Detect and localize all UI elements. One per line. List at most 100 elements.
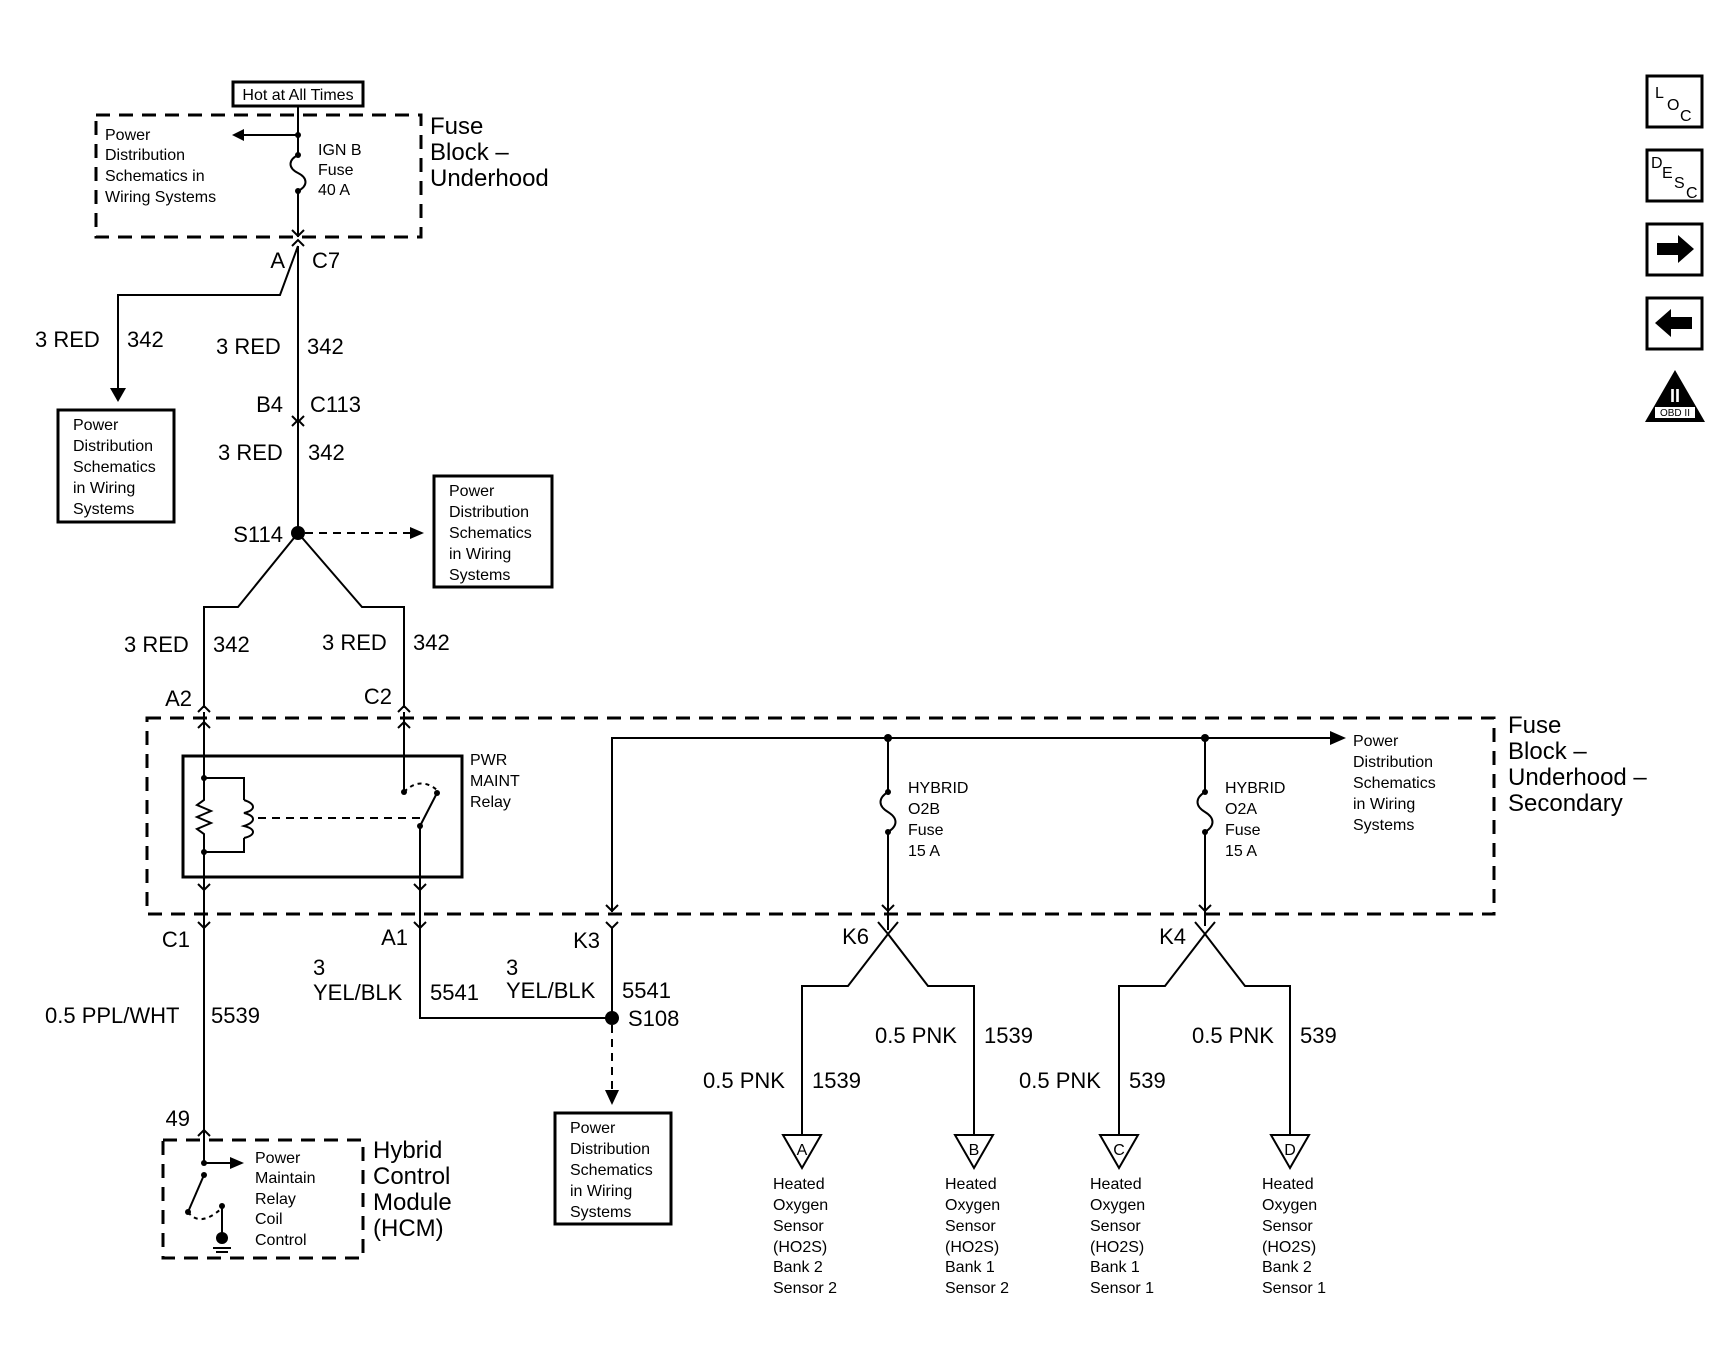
pd-box-s114[interactable] — [432, 474, 554, 589]
relay-switch-icon — [401, 756, 440, 877]
svg-text:Bank 1: Bank 1 — [945, 1259, 995, 1276]
fuse-o2b-icon — [879, 791, 897, 833]
svg-text:40 A: 40 A — [318, 182, 350, 199]
conn-k3: K3 — [573, 928, 600, 953]
svg-text:Secondary: Secondary — [1508, 790, 1623, 817]
wire-pnk-b-color: 0.5 PNK — [875, 1023, 957, 1048]
fuse-o2b-label: HYBRID O2B Fuse 15 A — [908, 780, 968, 860]
svg-text:D: D — [1651, 155, 1663, 172]
svg-text:OBD II: OBD II — [1660, 408, 1690, 419]
wire-ppl-num: 5539 — [211, 1003, 260, 1028]
svg-text:Power: Power — [1353, 733, 1399, 750]
svg-text:Bank 2: Bank 2 — [773, 1259, 823, 1276]
arrow-left-head-icon — [232, 129, 244, 141]
pin-49: 49 — [166, 1106, 190, 1131]
svg-text:15 A: 15 A — [908, 843, 940, 860]
wire-main2-num: 342 — [308, 440, 345, 465]
sensor-a[interactable]: A Heated Oxygen Sensor (HO2S) Bank 2 Sen… — [773, 1134, 837, 1297]
svg-text:Systems: Systems — [1353, 817, 1414, 834]
pd-box-left[interactable] — [56, 408, 176, 524]
conn-b4: B4 — [256, 392, 283, 417]
prev-button[interactable] — [1645, 296, 1704, 351]
svg-text:HYBRID: HYBRID — [1225, 780, 1285, 797]
svg-text:Systems: Systems — [73, 501, 134, 518]
svg-text:(HCM): (HCM) — [373, 1215, 444, 1242]
wire-yel2-num: 5541 — [622, 978, 671, 1003]
svg-text:Bank 2: Bank 2 — [1262, 1259, 1312, 1276]
wire-pnk-b-num: 1539 — [984, 1023, 1033, 1048]
fuse-ign-b-label: IGN B Fuse 40 A — [318, 142, 362, 199]
obd-ii-button[interactable]: II OBD II — [1645, 370, 1705, 422]
svg-text:Block –: Block – — [430, 139, 509, 166]
wire-yel2-size: 3 — [506, 955, 518, 980]
wire-main-color: 3 RED — [216, 334, 281, 359]
svg-text:Distribution: Distribution — [73, 438, 153, 455]
svg-text:Schematics: Schematics — [570, 1162, 653, 1179]
wire-ppl-color: 0.5 PPL/WHT — [45, 1003, 179, 1028]
next-button[interactable] — [1645, 222, 1704, 277]
svg-text:Sensor: Sensor — [773, 1218, 824, 1235]
wire-pnk-c-num: 539 — [1129, 1068, 1166, 1093]
pd-ref-top: Power Distribution Schematics in Wiring … — [105, 127, 216, 206]
svg-text:Heated: Heated — [945, 1176, 997, 1193]
svg-text:Sensor: Sensor — [1262, 1218, 1313, 1235]
svg-text:Control: Control — [373, 1163, 450, 1190]
svg-text:Oxygen: Oxygen — [773, 1197, 828, 1214]
svg-text:in Wiring: in Wiring — [73, 480, 135, 497]
svg-text:(HO2S): (HO2S) — [1090, 1239, 1144, 1256]
svg-text:Sensor 2: Sensor 2 — [773, 1280, 837, 1297]
svg-text:Bank 1: Bank 1 — [1090, 1259, 1140, 1276]
svg-text:MAINT: MAINT — [470, 773, 520, 790]
svg-text:Underhood –: Underhood – — [1508, 764, 1647, 791]
wire-c2-color: 3 RED — [322, 630, 387, 655]
splice-s114-label: S114 — [233, 522, 283, 547]
svg-text:Schematics: Schematics — [1353, 775, 1436, 792]
fuse-block-underhood-title: Fuse Block – Underhood — [430, 113, 549, 192]
desc-button[interactable]: D E S C — [1645, 148, 1704, 203]
relay-coil-icon — [194, 756, 254, 877]
svg-text:in Wiring: in Wiring — [449, 546, 511, 563]
svg-text:Power: Power — [255, 1150, 301, 1167]
svg-text:Wiring Systems: Wiring Systems — [105, 189, 216, 206]
svg-text:in Wiring: in Wiring — [570, 1183, 632, 1200]
conn-k6: K6 — [842, 924, 869, 949]
wire-yel1-color: YEL/BLK — [313, 980, 403, 1005]
conn-c1: C1 — [162, 927, 190, 952]
svg-text:Distribution: Distribution — [105, 147, 185, 164]
arrow-right-icon — [1657, 235, 1694, 263]
svg-text:Block –: Block – — [1508, 738, 1587, 765]
svg-text:Oxygen: Oxygen — [1262, 1197, 1317, 1214]
wire-pnk-a-color: 0.5 PNK — [703, 1068, 785, 1093]
wire-main-num: 342 — [307, 334, 344, 359]
hcm-module — [161, 1138, 365, 1260]
fuse-ign-b-icon — [289, 154, 307, 192]
svg-text:Sensor 2: Sensor 2 — [945, 1280, 1009, 1297]
svg-text:C: C — [1680, 108, 1692, 125]
svg-text:D: D — [1284, 1142, 1296, 1159]
sensor-d[interactable]: D Heated Oxygen Sensor (HO2S) Bank 2 Sen… — [1262, 1134, 1326, 1297]
svg-text:Power: Power — [105, 127, 151, 144]
sensor-b[interactable]: B Heated Oxygen Sensor (HO2S) Bank 1 Sen… — [945, 1134, 1009, 1297]
svg-text:Heated: Heated — [773, 1176, 825, 1193]
svg-text:Systems: Systems — [570, 1204, 631, 1221]
fuse-block-underhood — [94, 113, 423, 239]
wire-main2-color: 3 RED — [218, 440, 283, 465]
pd-ref-secondary: Power Distribution Schematics in Wiring … — [1353, 733, 1436, 834]
loc-button[interactable]: L O C — [1645, 74, 1704, 129]
svg-text:O2A: O2A — [1225, 801, 1257, 818]
conn-a1: A1 — [381, 925, 408, 950]
wire-pnk-a-num: 1539 — [812, 1068, 861, 1093]
fuse-o2a-icon — [1196, 791, 1214, 833]
sensor-c[interactable]: C Heated Oxygen Sensor (HO2S) Bank 1 Sen… — [1090, 1134, 1154, 1297]
svg-text:Sensor 1: Sensor 1 — [1262, 1280, 1326, 1297]
conn-c2: C2 — [364, 684, 392, 709]
svg-text:HYBRID: HYBRID — [908, 780, 968, 797]
svg-text:Oxygen: Oxygen — [945, 1197, 1000, 1214]
fuse-block-secondary — [145, 716, 1496, 916]
svg-text:(HO2S): (HO2S) — [945, 1239, 999, 1256]
pd-box-s108[interactable] — [553, 1111, 673, 1226]
wire-pnk-d-color: 0.5 PNK — [1192, 1023, 1274, 1048]
svg-text:II: II — [1670, 386, 1680, 406]
svg-text:Distribution: Distribution — [570, 1141, 650, 1158]
